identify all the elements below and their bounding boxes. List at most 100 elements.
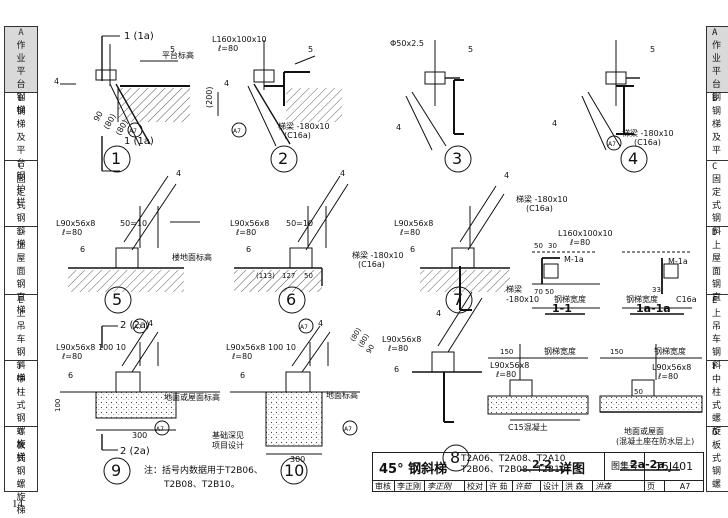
d2-dim: (200) — [205, 86, 214, 108]
d10-angle: L90x56x8 — [226, 343, 265, 352]
detail-1-circle — [103, 122, 143, 173]
s2a-width: 钢梯宽度 — [654, 346, 686, 356]
d6-weld4: 4 — [340, 169, 345, 178]
d1-section-top: 1 (1a) — [124, 31, 154, 42]
tab-c[interactable]: C 固定式钢斜梯 — [5, 161, 37, 250]
detail-3-circle — [444, 145, 472, 173]
title-models-b: T2B06、T2B08、T2B10 — [461, 465, 566, 475]
tab-letter: D — [712, 228, 718, 238]
d4-tag: A7 — [608, 141, 616, 148]
d10-bolt: 100 10 — [268, 343, 296, 352]
atlas-number: 15J401 — [645, 453, 703, 481]
d1-weld5: 5 — [170, 45, 175, 54]
tab-a[interactable]: A 作业平台钢梯 — [5, 27, 37, 116]
d9-len: ℓ=80 — [61, 352, 82, 361]
d9-section-top: 2 (2a) — [120, 320, 150, 331]
check-label: 校对 — [465, 481, 487, 492]
detail-1 — [60, 35, 190, 172]
s1a-c: C16a — [676, 295, 697, 304]
d10-note2: 项目设计 — [212, 440, 244, 450]
s2a-note1: 地面或屋面 — [624, 426, 664, 436]
detail-2 — [217, 40, 342, 147]
s11-beam2: -180x10 — [506, 295, 539, 304]
s2a-dim2: 50 — [634, 388, 643, 396]
s11-angle: L160x100x10 — [558, 229, 613, 238]
d2-angle: L160x100x10 — [212, 35, 267, 44]
d5-weld6: 6 — [80, 245, 85, 254]
tab-letter: C — [712, 162, 718, 172]
d8-weld6: 6 — [394, 365, 399, 374]
d4-beam: 梯梁 -180x10 — [622, 128, 674, 138]
reviewer-name: 李正刚 — [395, 481, 425, 492]
section-2-2 — [487, 344, 589, 471]
d4-number: 4 — [628, 149, 638, 168]
section-1-1 — [532, 251, 600, 315]
rtab-e[interactable]: E 上吊车钢斜 — [707, 295, 728, 371]
detail-4 — [581, 40, 640, 151]
tab-label: 钢梯及平台钢护栏 — [16, 107, 26, 208]
s22-angle: L90x56x8 — [490, 361, 529, 370]
d10-ground: 地面标高 — [326, 390, 358, 400]
d6-beam: 梯梁 -180x10 — [352, 250, 404, 260]
tab-label: 固定式钢斜 — [712, 175, 722, 237]
title-detail: 详图 — [559, 462, 586, 477]
s2a-angle: L90x56x8 — [652, 363, 691, 372]
d10-weld6: 6 — [240, 371, 245, 380]
tab-label: 上屋面钢直 — [712, 241, 722, 303]
d9-section-bottom: 2 (2a) — [120, 446, 150, 457]
rtab-b[interactable]: B 钢梯及平 — [707, 93, 728, 161]
s22-title: 2-2 — [532, 458, 552, 471]
rtab-c[interactable]: C 固定式钢斜 — [707, 161, 728, 237]
detail-6-circle — [278, 286, 314, 334]
d10-number: 10 — [284, 461, 304, 480]
rtab-d[interactable]: D 上屋面钢直 — [707, 227, 728, 303]
s11-m: M-1a — [564, 255, 584, 264]
d4-weld5: 5 — [650, 45, 655, 54]
d7-beam2: (C16a) — [526, 204, 553, 213]
d9-d100: 100 — [54, 399, 62, 412]
tab-letter: F — [712, 362, 718, 372]
s22-width: 钢梯宽度 — [544, 346, 576, 356]
d2-tag: A7 — [233, 128, 241, 135]
d2-beam: 梯梁 -180x10 — [278, 121, 330, 131]
tab-letter: G — [18, 428, 24, 438]
detail-8-circle — [442, 444, 470, 472]
d8-weld4: 4 — [436, 309, 441, 318]
title-block: 45° 钢斜梯 T2A06、T2A08、T2A10 T2B06、T2B08、T2… — [372, 452, 704, 492]
d6-number: 6 — [286, 290, 296, 309]
review-label: 审核 — [373, 481, 395, 492]
d1-section-bottom: 1 (1a) — [124, 136, 154, 147]
s11-dim1: 30 — [548, 242, 557, 250]
designer-name: 洪 森 — [563, 481, 593, 492]
d6-dim0: (113) — [256, 272, 275, 280]
tab-label: 板式钢螺旋梯 — [16, 441, 26, 516]
d6-weld6: 6 — [246, 245, 251, 254]
d6-beam2: (C16a) — [358, 260, 385, 269]
tab-g[interactable]: G 板式钢螺旋梯 — [5, 427, 37, 516]
d9-weld6: 6 — [68, 371, 73, 380]
d5-tag: A7 — [134, 324, 142, 331]
tab-letter: E — [712, 296, 718, 306]
rtab-f[interactable]: F 中柱式螺旋 — [707, 361, 728, 437]
tab-b[interactable]: B 钢梯及平台钢护栏 — [5, 93, 37, 208]
s11-len: ℓ=80 — [569, 238, 590, 247]
s11-dim0: 50 — [534, 242, 543, 250]
d9-tag: A7 — [156, 426, 164, 433]
rtab-g[interactable]: G 板式钢螺旋梯 — [707, 427, 728, 491]
d5-ground: 楼地面标高 — [172, 252, 212, 262]
d4-beam2: (C16a) — [634, 138, 661, 147]
rtab-a[interactable]: A 作业平台钢 — [707, 27, 728, 103]
tab-d[interactable]: D 上屋面钢直梯 — [5, 227, 37, 316]
tab-letter: C — [18, 162, 24, 172]
tab-e[interactable]: E 上吊车钢斜梯 — [5, 295, 37, 384]
detail-2-circle — [231, 122, 298, 173]
footnote-line-1: 注：括号内数据用于T2B06、 — [144, 466, 263, 476]
d2-number: 2 — [278, 149, 288, 168]
tab-label: 作业平台钢 — [712, 41, 722, 103]
tab-f[interactable]: F 中柱式钢螺旋梯 — [5, 361, 37, 463]
s11-beam: 梯梁 — [506, 284, 522, 294]
tab-letter: B — [18, 94, 24, 104]
title-main: 45° 钢斜梯 — [379, 462, 448, 477]
detail-7 — [420, 185, 510, 311]
